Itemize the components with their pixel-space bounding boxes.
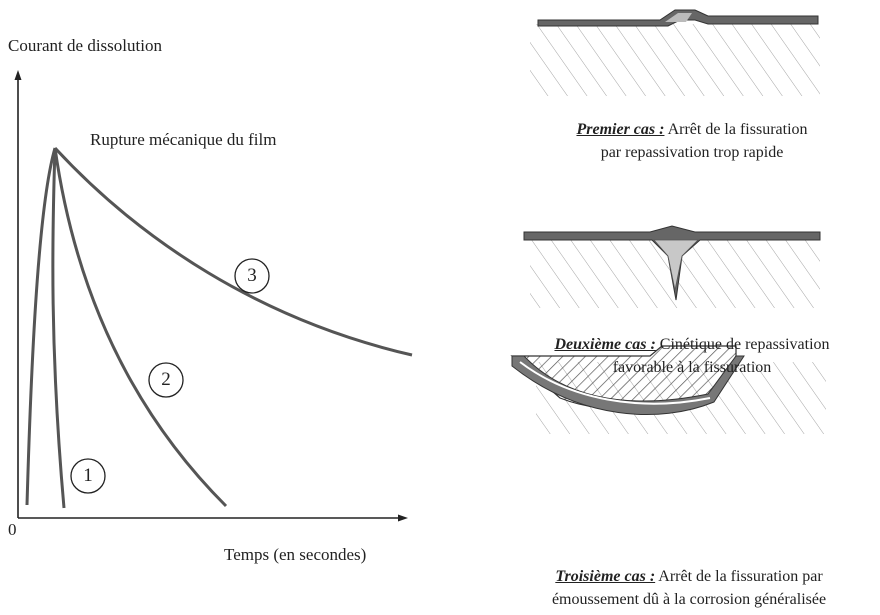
- curve-1-marker: [70, 458, 106, 494]
- curve-1: [51, 147, 66, 509]
- dissolution-current-graph: [14, 70, 413, 522]
- curve-2-number: 2: [161, 369, 171, 390]
- sketch-case-2: [523, 225, 821, 308]
- sketch-case-3: [510, 345, 826, 434]
- case-3-line2: émoussement dû à la corrosion généralisé…: [551, 591, 827, 608]
- crack-sketches: [510, 9, 826, 434]
- case-2-line2: favorable à la fissuration: [612, 359, 772, 376]
- curve-3-marker: [234, 258, 270, 294]
- case-3-title: Troisième cas :: [555, 568, 656, 585]
- case-3-line1: Arrêt de la fissuration par: [655, 568, 823, 585]
- peak-annotation: Rupture mécanique du film: [90, 130, 277, 149]
- y-axis-arrow: [14, 70, 22, 80]
- case-2-title: Deuxième cas :: [554, 336, 656, 353]
- case-1-caption: Premier cas : Arrêt de la fissuration pa…: [512, 118, 872, 164]
- curve-2-marker: [148, 362, 184, 398]
- x-axis-arrow: [398, 514, 408, 522]
- x-axis-label: Temps (en secondes): [224, 545, 367, 564]
- sketch-case-1: [530, 9, 820, 96]
- curve-2: [53, 147, 228, 508]
- case-3-caption: Troisième cas : Arrêt de la fissuration …: [500, 565, 878, 611]
- curve-3: [53, 146, 413, 357]
- case-1-line1: Arrêt de la fissuration: [664, 121, 808, 138]
- case-1-title: Premier cas :: [576, 121, 665, 138]
- origin-label: 0: [8, 520, 17, 539]
- curve-3-number: 3: [247, 265, 257, 286]
- case-1-line2: par repassivation trop rapide: [600, 144, 784, 161]
- case-2-line1: Cinétique de repassivation: [655, 336, 830, 353]
- curve-1-number: 1: [83, 465, 93, 486]
- case-2-caption: Deuxième cas : Cinétique de repassivatio…: [506, 333, 878, 379]
- y-axis-label: Courant de dissolution: [8, 36, 162, 55]
- current-rise: [25, 147, 57, 506]
